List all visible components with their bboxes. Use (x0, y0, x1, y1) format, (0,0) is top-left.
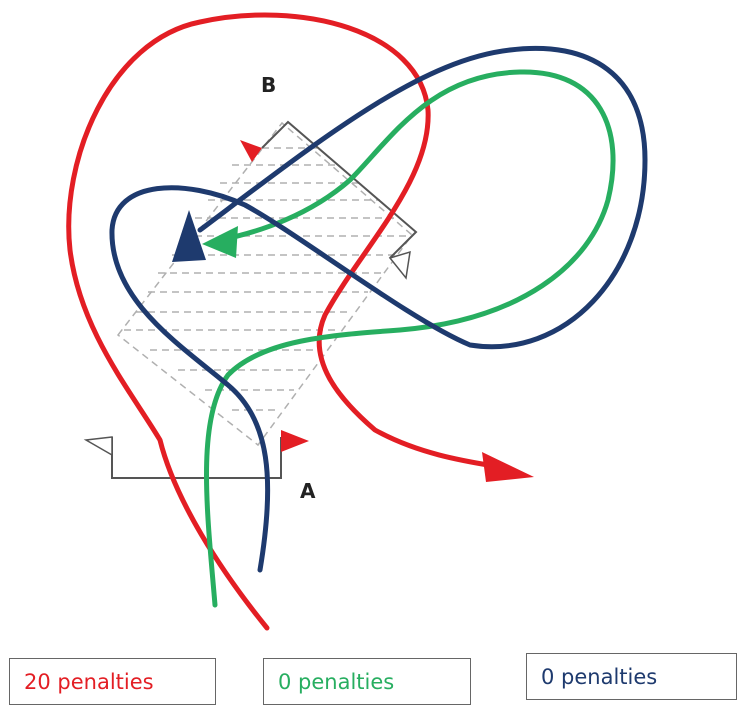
green-track-arrowhead (202, 226, 238, 258)
gate-a (83, 430, 309, 479)
red-track-path (66, 12, 503, 631)
gate-a-label: A (300, 479, 316, 503)
red-track (66, 12, 534, 631)
gate-a-line (111, 437, 282, 479)
gate-a-white-flag (83, 436, 113, 457)
gate-b-red-flag (240, 140, 262, 162)
red-track-arrowhead (482, 452, 534, 482)
blue-track (109, 45, 648, 573)
blue-track-arrowhead (172, 210, 206, 262)
green-penalty-text: 0 penalties (278, 669, 395, 694)
gate-b-label: B (261, 73, 276, 97)
green-penalty-box: 0 penalties (263, 658, 471, 705)
red-penalty-text: 20 penalties (24, 669, 154, 694)
gate-b-white-flag (388, 250, 411, 280)
blue-track-path (109, 45, 648, 573)
red-penalty-box: 20 penalties (9, 658, 216, 705)
green-track (202, 69, 616, 608)
blue-penalty-box: 0 penalties (526, 653, 737, 700)
blue-penalty-text: 0 penalties (541, 664, 658, 689)
gate-a-red-flag (281, 430, 309, 452)
green-track-path (204, 69, 616, 608)
